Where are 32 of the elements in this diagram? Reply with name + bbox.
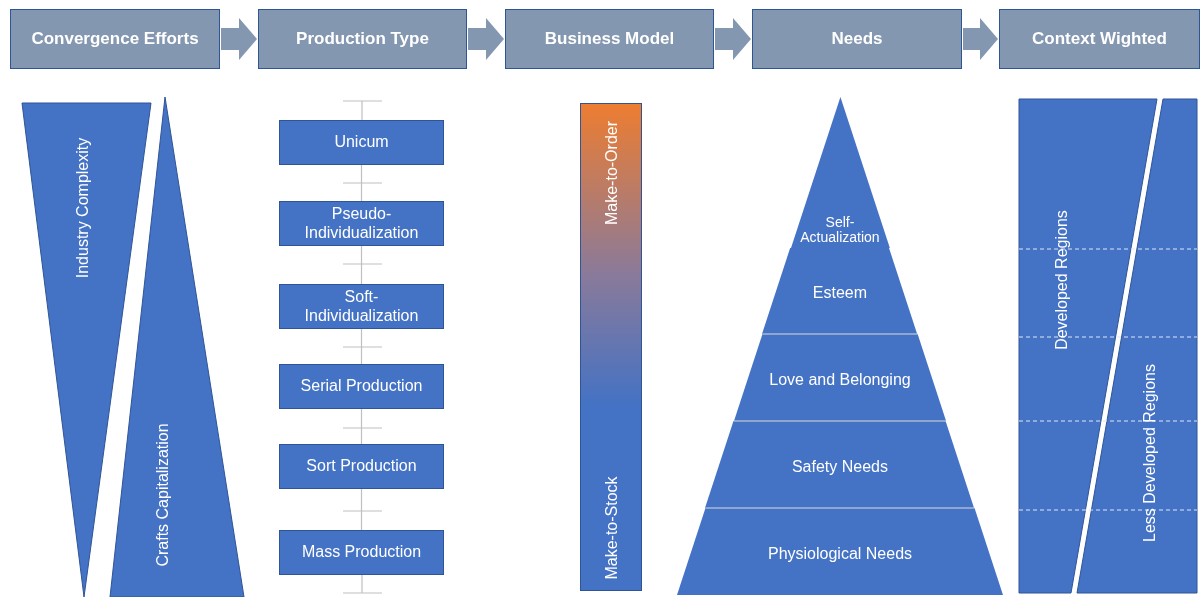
block-arrow (715, 18, 751, 60)
stage-box: Production Type (258, 9, 467, 69)
process-box: Mass Production (279, 530, 444, 575)
node-label: Developed Regions (1053, 210, 1071, 350)
connector-line (360, 488, 363, 531)
stage-box: Context Wighted (999, 9, 1200, 69)
block-arrow (468, 18, 504, 60)
process-box: Serial Production (279, 364, 444, 409)
connector-line (360, 408, 363, 445)
connector-line (360, 245, 363, 285)
stage-box: Convergence Efforts (10, 9, 220, 69)
connector-line (360, 328, 363, 365)
block-arrow (963, 18, 998, 60)
node-label: Make-to-Stock (603, 476, 621, 580)
node-label: Safety Needs (790, 457, 889, 476)
process-box: Sort Production (279, 444, 444, 489)
gradient-bar (580, 103, 642, 591)
node-label: Make-to-Order (603, 121, 621, 225)
block-arrow (221, 18, 257, 60)
node-label: Love and Belonging (768, 370, 912, 389)
process-box: Soft- Individualization (279, 284, 444, 329)
node-label: Less Developed Regions (1141, 364, 1159, 542)
node-label: Self- Actualization (800, 214, 880, 246)
stage-box: Needs (752, 9, 962, 69)
node-label: Physiological Needs (766, 544, 914, 563)
node-label: Crafts Capitalization (154, 423, 172, 567)
node-label: Industry Complexity (74, 137, 92, 279)
connector-line (360, 164, 363, 202)
stage-box: Business Model (505, 9, 714, 69)
process-box: Unicum (279, 120, 444, 165)
node-label: Esteem (811, 284, 869, 302)
process-box: Pseudo- Individualization (279, 201, 444, 246)
